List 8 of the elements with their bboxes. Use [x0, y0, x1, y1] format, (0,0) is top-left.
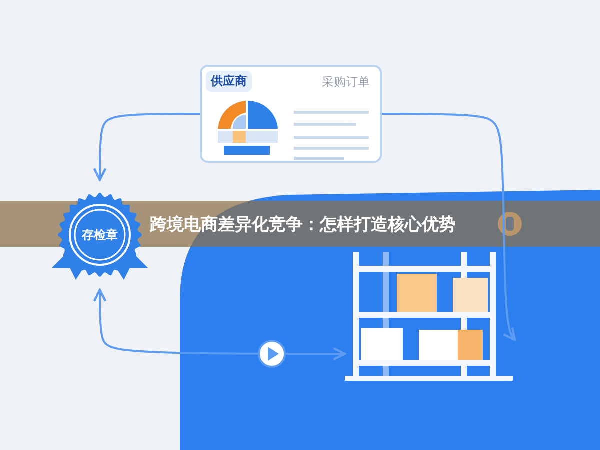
connector-arrow [382, 113, 516, 342]
order-card [200, 65, 382, 163]
connector-arrow [93, 113, 200, 182]
card-tag: 供应商 [206, 71, 252, 92]
card-heading: 采购订单 [322, 74, 370, 91]
title: 跨境电商差异化竞争：怎样打造核心优势 [150, 214, 456, 236]
connector-arrow [93, 288, 346, 361]
badge-label: 存检章 [80, 227, 119, 244]
